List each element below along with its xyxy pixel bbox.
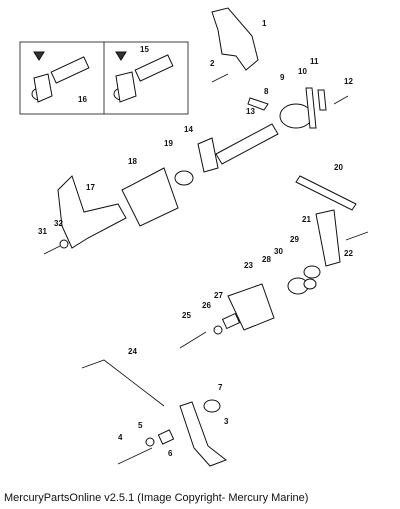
screw-part-25 xyxy=(179,331,207,349)
arrow-icon xyxy=(33,51,45,61)
callout-20: 20 xyxy=(334,163,343,172)
callout-3: 3 xyxy=(224,417,229,426)
arrow-icon xyxy=(115,51,127,61)
washer-part-5 xyxy=(145,437,155,447)
callout-18: 18 xyxy=(128,157,137,166)
callout-23: 23 xyxy=(244,261,253,270)
callout-5: 5 xyxy=(138,421,143,430)
plate-part-11 xyxy=(317,89,327,111)
callout-17: 17 xyxy=(86,183,95,192)
callout-19: 19 xyxy=(164,139,173,148)
callout-1: 1 xyxy=(262,19,267,28)
lever-part-3 xyxy=(179,401,228,467)
callout-31: 31 xyxy=(38,227,47,236)
callout-29: 29 xyxy=(290,235,299,244)
callout-10: 10 xyxy=(298,67,307,76)
callout-28: 28 xyxy=(262,255,271,264)
ring-part-19 xyxy=(174,170,194,186)
callout-12: 12 xyxy=(344,77,353,86)
inset-part-16 xyxy=(31,51,90,103)
callout-2: 2 xyxy=(210,59,215,68)
screw-part-12 xyxy=(333,95,349,105)
callout-4: 4 xyxy=(118,433,123,442)
callout-24: 24 xyxy=(128,347,137,356)
bracket-part-1 xyxy=(211,7,259,71)
plate-part-10 xyxy=(305,87,317,129)
screw-part-31 xyxy=(43,245,61,255)
handle-part-17 xyxy=(57,175,127,249)
washer-part-32 xyxy=(59,239,69,249)
spring-part-7 xyxy=(203,399,221,413)
lever-part-14 xyxy=(197,137,219,173)
callout-30: 30 xyxy=(274,247,283,256)
callout-13: 13 xyxy=(246,107,255,116)
clip-part-8 xyxy=(247,97,269,111)
bushing-part-9 xyxy=(279,103,313,129)
inset-part-15 xyxy=(113,51,174,103)
callout-14: 14 xyxy=(184,125,193,134)
callout-8: 8 xyxy=(264,87,269,96)
callout-32: 32 xyxy=(54,219,63,228)
ring-part-29 xyxy=(303,265,321,279)
shaft-part-13 xyxy=(215,123,279,165)
washer-part-26 xyxy=(213,325,223,335)
callout-26: 26 xyxy=(202,301,211,310)
washer-part-30 xyxy=(303,278,317,290)
screw-part-22 xyxy=(345,231,369,241)
callout-27: 27 xyxy=(214,291,223,300)
callout-21: 21 xyxy=(302,215,311,224)
lever-part-21 xyxy=(315,209,341,267)
screw-part-2 xyxy=(211,73,229,83)
screw-part-4 xyxy=(117,447,153,465)
spacer-part-27 xyxy=(221,312,241,330)
rod-part-24 xyxy=(81,359,165,407)
callout-25: 25 xyxy=(182,311,191,320)
callout-11: 11 xyxy=(310,57,319,66)
copyright-caption: MercuryPartsOnline v2.5.1 (Image Copyrig… xyxy=(4,492,309,504)
callout-7: 7 xyxy=(218,383,223,392)
callout-9: 9 xyxy=(280,73,285,82)
callout-6: 6 xyxy=(168,449,173,458)
callout-15: 15 xyxy=(140,45,149,54)
link-part-20 xyxy=(295,175,357,211)
spacer-part-6 xyxy=(157,429,175,445)
callout-22: 22 xyxy=(344,249,353,258)
housing-part-23 xyxy=(227,283,275,331)
cover-part-18 xyxy=(121,167,179,227)
callout-16: 16 xyxy=(78,95,87,104)
